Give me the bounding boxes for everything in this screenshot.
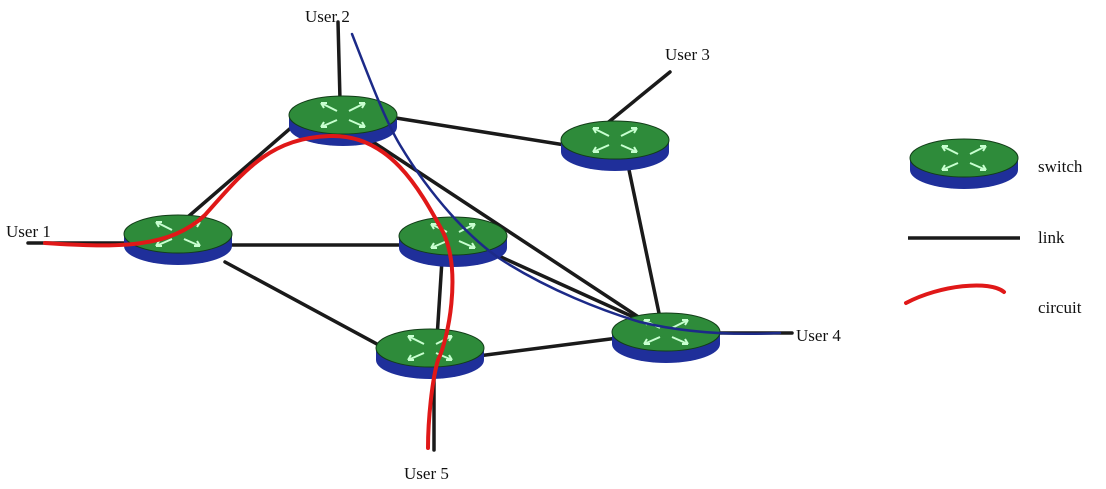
user2-label: User 2 (305, 7, 350, 26)
link-sw1-sw2 (180, 118, 302, 224)
legend-circuit-label: circuit (1038, 298, 1082, 317)
circuit-blue-user2-user4 (350, 32, 782, 336)
user4-label: User 4 (796, 326, 841, 345)
link-sw5-sw6 (626, 163, 662, 320)
legend: switch link circuit (904, 138, 1083, 317)
legend-switch-label: switch (1038, 157, 1083, 176)
link-sw3-sw6 (488, 250, 642, 322)
legend-link-label: link (1038, 228, 1065, 247)
switch-icon (375, 328, 485, 380)
user1-label: User 1 (6, 222, 51, 241)
link-sw1-sw4 (223, 260, 390, 352)
link-sw5-user3 (603, 70, 672, 127)
switch-icon (123, 214, 233, 266)
legend-circuit-line (904, 283, 1006, 305)
link-sw2-sw5 (394, 116, 567, 147)
switch-icon (611, 312, 721, 364)
switch-icon (560, 120, 670, 172)
switches (123, 95, 721, 380)
switch-icon (398, 216, 508, 268)
user5-label: User 5 (404, 464, 449, 483)
circuit-red-user1-user5 (43, 133, 455, 450)
switch-icon (909, 138, 1019, 190)
link-sw3-sw4 (435, 258, 444, 340)
user3-label: User 3 (665, 45, 710, 64)
link-sw4-sw6 (476, 336, 620, 358)
link-sw2-user2 (336, 20, 342, 102)
